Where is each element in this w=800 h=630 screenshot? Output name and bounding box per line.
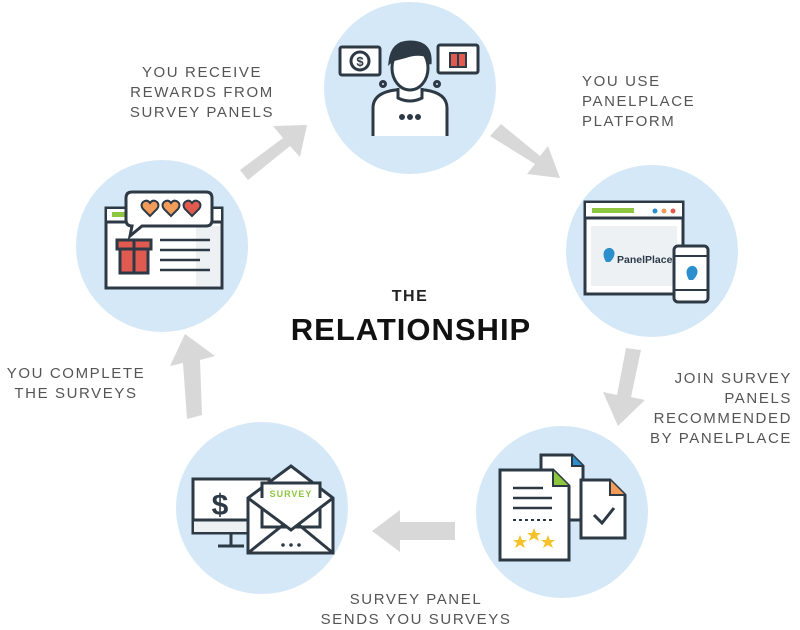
money-symbol: $ [356, 54, 364, 69]
arrow-right [603, 348, 645, 426]
step-label-complete-surveys: YOU COMPLETE THE SURVEYS [6, 365, 146, 402]
browser-window-icon [583, 200, 685, 296]
smartphone-icon [672, 244, 710, 304]
step-label-panel-sends: SURVEY PANEL SENDS YOU SURVEYS [320, 591, 512, 628]
arrow-left [170, 334, 215, 419]
envelope-icon [246, 464, 335, 555]
step-label-join-panels: JOIN SURVEY PANELS RECOMMENDED BY PANELP… [650, 370, 792, 447]
panelplace-logo-icon [603, 247, 615, 262]
arrow-top-right [490, 124, 560, 178]
center-title-large: RELATIONSHIP [290, 312, 532, 347]
step-label-receive-rewards: YOU RECEIVE REWARDS FROM SURVEY PANELS [129, 64, 275, 121]
arrow-bottom [372, 510, 455, 552]
documents-icon [498, 453, 627, 562]
dollar-sign: $ [212, 489, 229, 522]
envelope-label: SURVEY [270, 489, 313, 499]
arrow-top-left [240, 125, 307, 180]
center-title-small: THE [391, 288, 429, 305]
step-label-use-platform: YOU USE PANELPLACE PLATFORM [582, 73, 696, 130]
hearts-icon [140, 199, 202, 218]
rating-stars-icon [513, 528, 555, 548]
person-icon [338, 40, 480, 136]
brand-name: PanelPlace [617, 254, 673, 266]
